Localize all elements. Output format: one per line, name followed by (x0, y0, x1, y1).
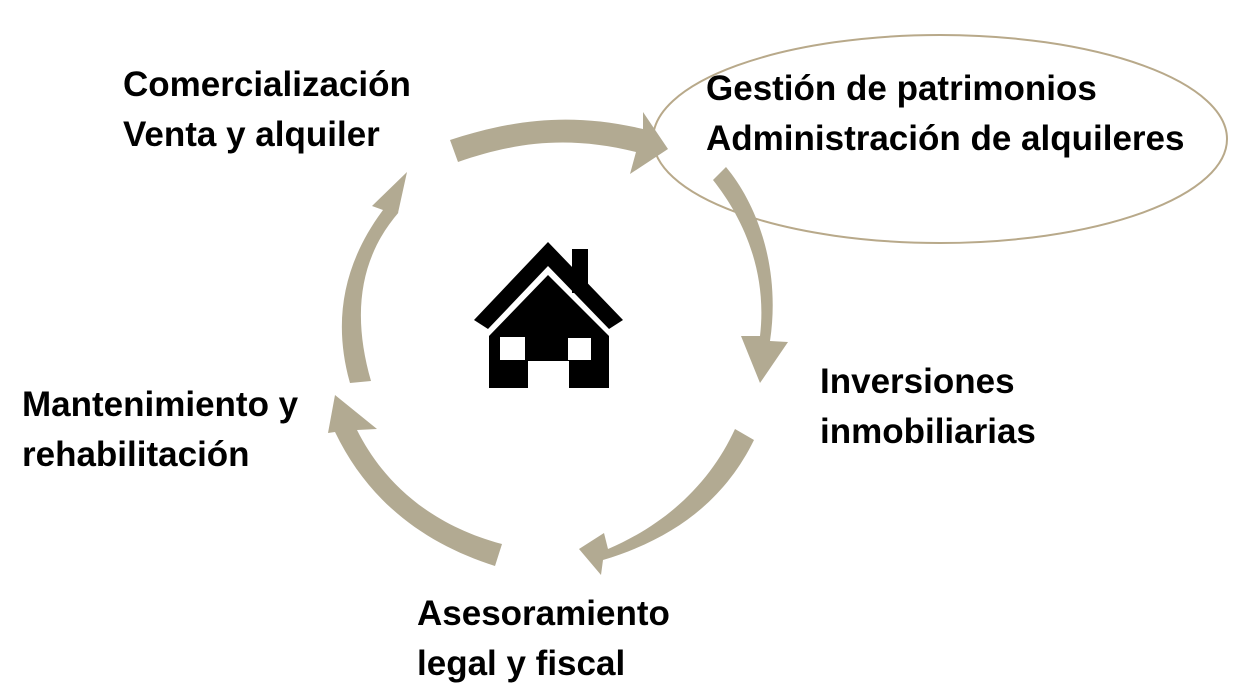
stage-label-line: Administración de alquileres (706, 119, 1185, 158)
stage-label-line: Venta y alquiler (123, 115, 380, 154)
house-icon (474, 242, 623, 388)
stage-label-comercializacion: Comercialización Venta y alquiler (123, 60, 411, 160)
stage-label-line: legal y fiscal (417, 644, 626, 683)
stage-label-asesoramiento: Asesoramiento legal y fiscal (417, 589, 670, 689)
stage-label-inversiones: Inversiones inmobiliarias (820, 357, 1036, 457)
stage-label-line: Inversiones (820, 362, 1015, 401)
stage-label-line: Gestión de patrimonios (706, 69, 1097, 108)
cycle-arrows (328, 112, 788, 575)
arrow-comercializacion-to-gestion (450, 112, 668, 174)
stage-label-line: Comercialización (123, 65, 411, 104)
stage-label-line: inmobiliarias (820, 412, 1036, 451)
stage-label-line: rehabilitación (22, 435, 250, 474)
stage-label-mantenimiento: Mantenimiento y rehabilitación (22, 380, 298, 480)
arrow-mantenimiento-to-comercializacion (341, 172, 407, 383)
arrow-asesoramiento-to-mantenimiento (328, 395, 502, 566)
stage-label-line: Asesoramiento (417, 594, 670, 633)
stage-label-gestion: Gestión de patrimonios Administración de… (706, 64, 1184, 164)
arrow-gestion-to-inversiones (713, 167, 788, 383)
stage-label-line: Mantenimiento y (22, 385, 299, 424)
arrow-inversiones-to-asesoramiento (579, 429, 754, 575)
